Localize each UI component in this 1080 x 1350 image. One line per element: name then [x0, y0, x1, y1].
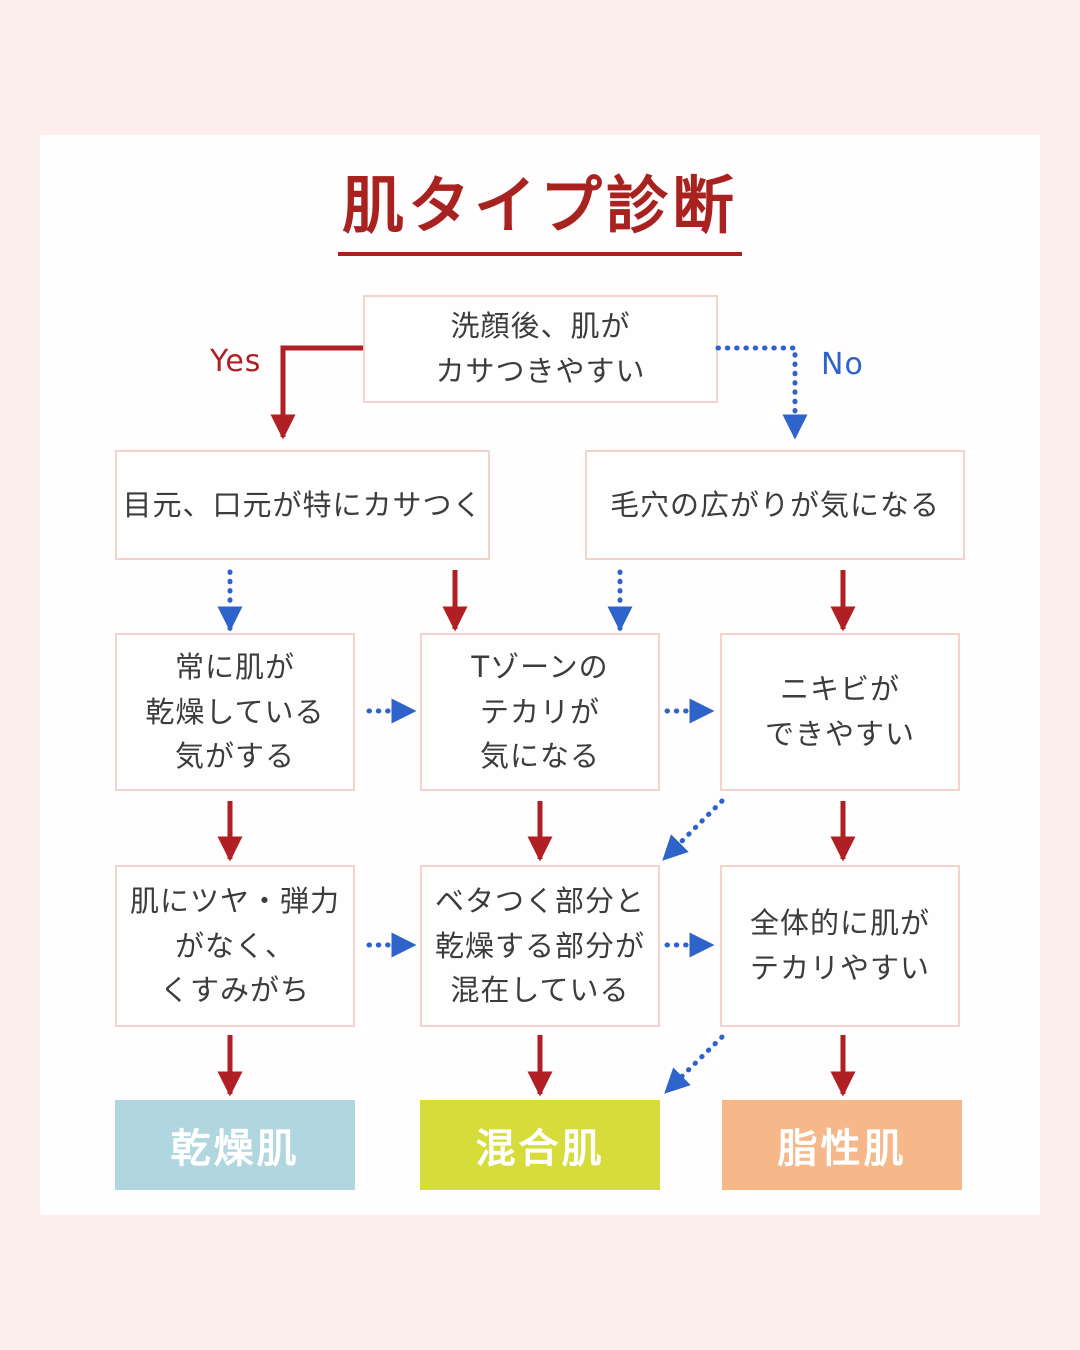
question-line: テカリやすい	[749, 951, 930, 985]
question-line: 気になる	[479, 739, 600, 774]
question-line: 目元、口元が特にカサつく	[122, 487, 483, 522]
question-line: 肌にツヤ・弾力	[129, 883, 340, 918]
question-line: 乾燥する部分が	[434, 928, 645, 963]
result-label: 混合肌	[475, 1126, 605, 1172]
question-box-eyes-mouth-dry: 目元、口元が特にカサつく	[115, 450, 490, 560]
result-box-combination-skin: 混合肌	[420, 1100, 660, 1190]
page-title: 肌タイプ診断	[337, 171, 742, 257]
question-line: カサつきやすい	[435, 354, 646, 388]
question-box-acne: ニキビが できやすい	[720, 633, 960, 791]
result-box-dry-skin: 乾燥肌	[115, 1100, 355, 1190]
question-line: 洗顔後、肌が	[450, 309, 631, 344]
question-line: 乾燥している	[145, 694, 325, 729]
question-line: 毛穴の広がりが気になる	[609, 487, 940, 522]
question-box-wash-face: 洗顔後、肌が カサつきやすい	[363, 295, 718, 403]
question-box-pores: 毛穴の広がりが気になる	[585, 450, 965, 560]
question-line: テカリが	[479, 694, 600, 729]
question-line: がなく、	[174, 928, 295, 963]
question-box-tzone-shine: Tゾーンの テカリが 気になる	[420, 633, 660, 791]
result-label: 乾燥肌	[170, 1126, 300, 1172]
question-line: ベタつく部分と	[434, 883, 645, 918]
result-box-oily-skin: 脂性肌	[722, 1100, 962, 1190]
yes-branch-label: Yes	[210, 344, 262, 379]
question-line: ニキビが	[779, 672, 900, 707]
question-box-overall-shiny: 全体的に肌が テカリやすい	[720, 865, 960, 1027]
question-line: Tゾーンの	[471, 649, 609, 684]
question-line: 全体的に肌が	[749, 906, 930, 941]
question-box-mixed-areas: ベタつく部分と 乾燥する部分が 混在している	[420, 865, 660, 1027]
question-line: 常に肌が	[174, 649, 295, 684]
question-line: できやすい	[764, 717, 915, 751]
question-box-always-dry: 常に肌が 乾燥している 気がする	[115, 633, 355, 791]
title-wrap: 肌タイプ診断	[0, 171, 1080, 257]
result-label: 脂性肌	[777, 1126, 907, 1172]
question-line: 混在している	[450, 973, 630, 1008]
question-line: くすみがち	[159, 973, 310, 1008]
question-line: 気がする	[174, 739, 295, 774]
no-branch-label: No	[821, 347, 864, 382]
question-box-no-luster: 肌にツヤ・弾力 がなく、 くすみがち	[115, 865, 355, 1027]
